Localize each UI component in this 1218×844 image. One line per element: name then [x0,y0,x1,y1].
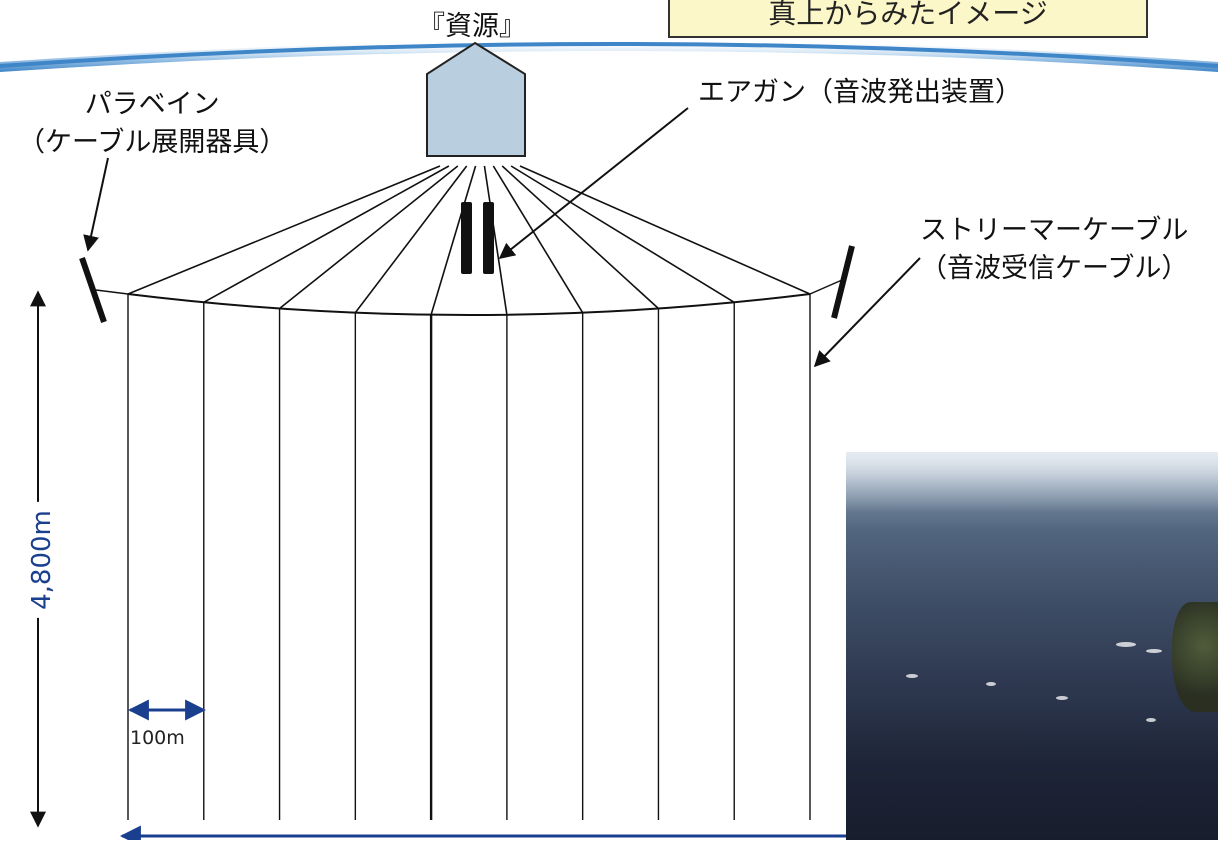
paravane-right-rope [809,279,843,295]
streamer-label-line2: （音波受信ケーブル） [920,253,1189,284]
tow-line [354,165,468,314]
title-box: 真上からみたイメージ [668,0,1148,38]
airgun-label: エアガン（音波発出装置） [698,77,1022,108]
aerial-sea-photo-icon [846,452,1218,840]
photo-wake [1056,696,1068,700]
photo-wake [906,674,918,678]
paravane-pointer [83,157,109,252]
airgun-left [461,202,472,274]
photo-wake [986,682,996,686]
title-box-text: 真上からみたイメージ [768,0,1048,30]
streamer-label-line1: ストリーマーケーブル [920,215,1189,246]
spreader-cable [127,293,811,316]
tow-line [430,165,477,315]
tow-line [492,165,584,314]
tow-line [483,165,508,315]
streamer-cables [127,294,811,820]
vessel-shape [426,41,526,157]
photo-rock [1172,602,1218,712]
paravane-label-line1: パラベイン [84,89,220,120]
paravane-label-line2: （ケーブル展開器具） [18,127,287,158]
tow-line [501,165,659,310]
paravane-left-rope [95,289,129,295]
cable-length-label: 4,800m [27,502,57,618]
paravane-label: パラベイン （ケーブル展開器具） [18,86,286,162]
airgun-pointer [498,107,689,259]
tow-line [279,165,459,310]
resource-label: 『資源』 [418,11,526,42]
photo-wake [1116,642,1136,647]
tow-lines [127,165,811,315]
paravane-left [79,257,107,323]
horizon-line [0,42,1218,68]
tow-line [510,165,735,303]
airgun-right [483,202,494,274]
photo-wake [1146,649,1162,653]
tow-line [127,165,441,295]
streamer-label: ストリーマーケーブル （音波受信ケーブル） [920,212,1188,288]
tow-line [203,165,450,303]
paravane-right [831,245,855,319]
streamer-pointer [813,257,921,368]
photo-haze [846,452,1218,512]
photo-wake [1146,718,1156,722]
tow-line [519,165,811,295]
cable-spacing-label: 100m [130,727,185,749]
